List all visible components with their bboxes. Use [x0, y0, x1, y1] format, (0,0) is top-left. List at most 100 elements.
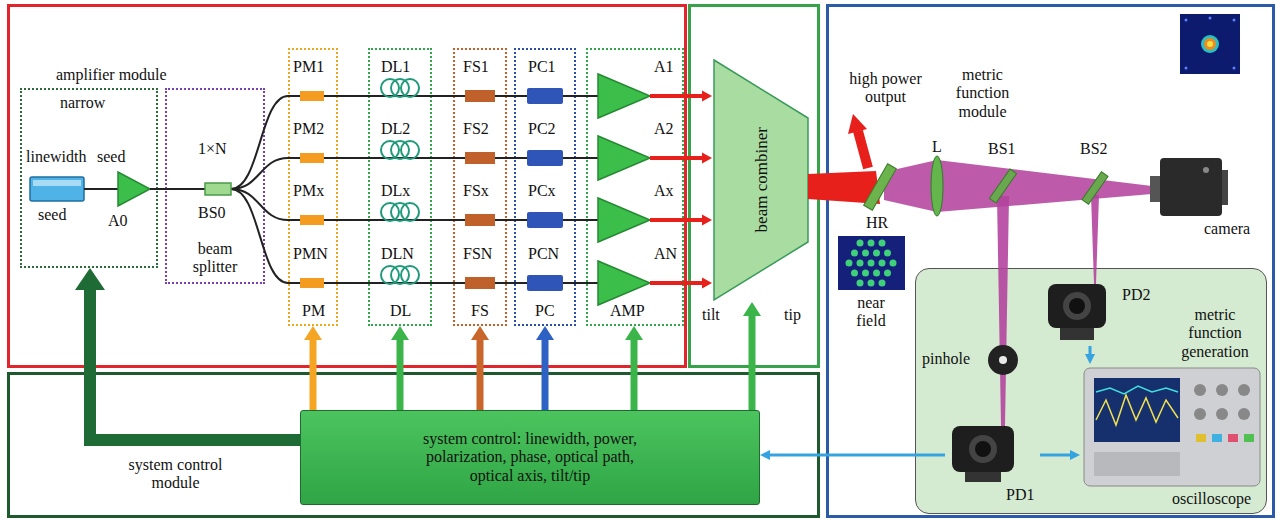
- far-field-dot: [1185, 19, 1188, 22]
- detector-window: [1069, 298, 1085, 314]
- text-label: PC1: [528, 58, 556, 76]
- text-label: DLx: [381, 182, 410, 200]
- text-label: tip: [784, 306, 801, 324]
- text-label: narrow: [60, 94, 105, 112]
- near-field-image: [838, 236, 905, 290]
- fiber: [84, 188, 118, 190]
- arrow-head: [75, 268, 105, 290]
- connector-line: [542, 339, 549, 410]
- beam-combiner: beam combiner: [712, 58, 810, 302]
- near-field-dot: [884, 250, 891, 257]
- text-label: seed: [97, 148, 125, 166]
- amplifier-triangle: [118, 172, 150, 206]
- text-label: PMN: [293, 245, 328, 263]
- text-label: DLN: [381, 245, 414, 263]
- connector-arrow: [760, 450, 945, 460]
- arrow-head: [471, 326, 489, 340]
- frequency-shifter: [465, 277, 495, 289]
- text-label: near field: [846, 294, 896, 331]
- text-label: oscilloscope: [1172, 490, 1251, 508]
- arrow-head: [304, 326, 322, 340]
- oscilloscope-knob: [1238, 408, 1250, 420]
- camera-plate: [1222, 170, 1228, 205]
- connector-arrow: [684, 215, 712, 226]
- oscilloscope-knob: [1216, 408, 1228, 420]
- text-label: FS1: [463, 58, 489, 76]
- text-label: beam combiner: [751, 127, 771, 232]
- delay-coil: [401, 203, 419, 221]
- connector-line: [684, 94, 703, 98]
- oscilloscope-button: [1244, 434, 1254, 442]
- detector-window: [975, 441, 991, 457]
- beam-splitter-plate: [1082, 172, 1108, 204]
- far-field-spot: [1201, 35, 1219, 53]
- connector-arrow: [471, 326, 489, 410]
- detector-window: [969, 435, 997, 463]
- output-stub: [650, 156, 685, 160]
- fiber: [150, 188, 205, 190]
- amplifier-triangle: [598, 198, 650, 242]
- text-label: BS0: [198, 204, 226, 222]
- fiber: [231, 189, 598, 283]
- polarization-controller: [527, 150, 563, 166]
- text-label: PD2: [1122, 286, 1150, 304]
- text-label: A0: [108, 212, 128, 230]
- near-field-dot: [873, 270, 880, 277]
- arrow-head: [536, 326, 554, 340]
- far-field-dot: [1185, 67, 1188, 70]
- camera-led: [1203, 167, 1209, 173]
- oscilloscope-panel: [1094, 452, 1180, 476]
- connector-line: [397, 339, 404, 410]
- detector-window: [1063, 292, 1091, 320]
- text-label: FSN: [463, 245, 492, 263]
- high-power-arrow: [858, 131, 868, 168]
- polarization-controller: [527, 275, 563, 291]
- module-title: metric function module: [935, 66, 1030, 121]
- connector-arrow: [1085, 346, 1095, 364]
- connector-line: [1089, 346, 1092, 355]
- phase-modulator: [300, 215, 324, 225]
- text-label: DL2: [381, 120, 410, 138]
- connector-arrow: [684, 91, 712, 102]
- detector-body: [1048, 284, 1106, 328]
- output-stub: [650, 218, 685, 222]
- text-label: FS: [471, 302, 489, 320]
- text-label: system control: linewidth, power, polari…: [410, 430, 650, 485]
- far-field-spot: [1204, 38, 1216, 50]
- text-label: A1: [654, 58, 674, 76]
- oscilloscope-knob: [1216, 384, 1228, 396]
- near-field-dot: [873, 250, 880, 257]
- connector-line: [684, 218, 703, 222]
- near-field-dot: [890, 260, 897, 267]
- connector-arrow: [536, 326, 554, 410]
- near-field-dot: [862, 250, 869, 257]
- delay-coil: [401, 141, 419, 159]
- output-stub: [650, 94, 685, 98]
- connector-arrow: [684, 153, 712, 164]
- sample-beam: [997, 196, 1009, 426]
- fiber: [231, 96, 598, 189]
- text-label: PCN: [528, 245, 559, 263]
- text-label: high power output: [838, 70, 933, 107]
- text-label: FS2: [463, 120, 489, 138]
- text-label: AMP: [610, 302, 645, 320]
- oscilloscope-knob: [1194, 384, 1206, 396]
- text-label: AN: [654, 245, 677, 263]
- connector-line: [684, 281, 703, 285]
- near-field-dot: [879, 280, 886, 287]
- sample-beam: [937, 160, 1152, 212]
- connector-line: [769, 454, 945, 457]
- frequency-shifter: [465, 152, 495, 164]
- near-field-dot: [862, 270, 869, 277]
- amplifier-triangle: [598, 261, 650, 305]
- module-title: system control module: [118, 456, 233, 493]
- arrow-head: [1085, 354, 1095, 364]
- beam-combiner-shape: [714, 60, 808, 300]
- detector-body: [952, 426, 1014, 472]
- text-label: L: [932, 138, 942, 156]
- far-field-dot: [1209, 17, 1212, 20]
- oscilloscope-screen: [1094, 378, 1180, 442]
- lens: [931, 156, 943, 216]
- text-label: PC: [535, 302, 555, 320]
